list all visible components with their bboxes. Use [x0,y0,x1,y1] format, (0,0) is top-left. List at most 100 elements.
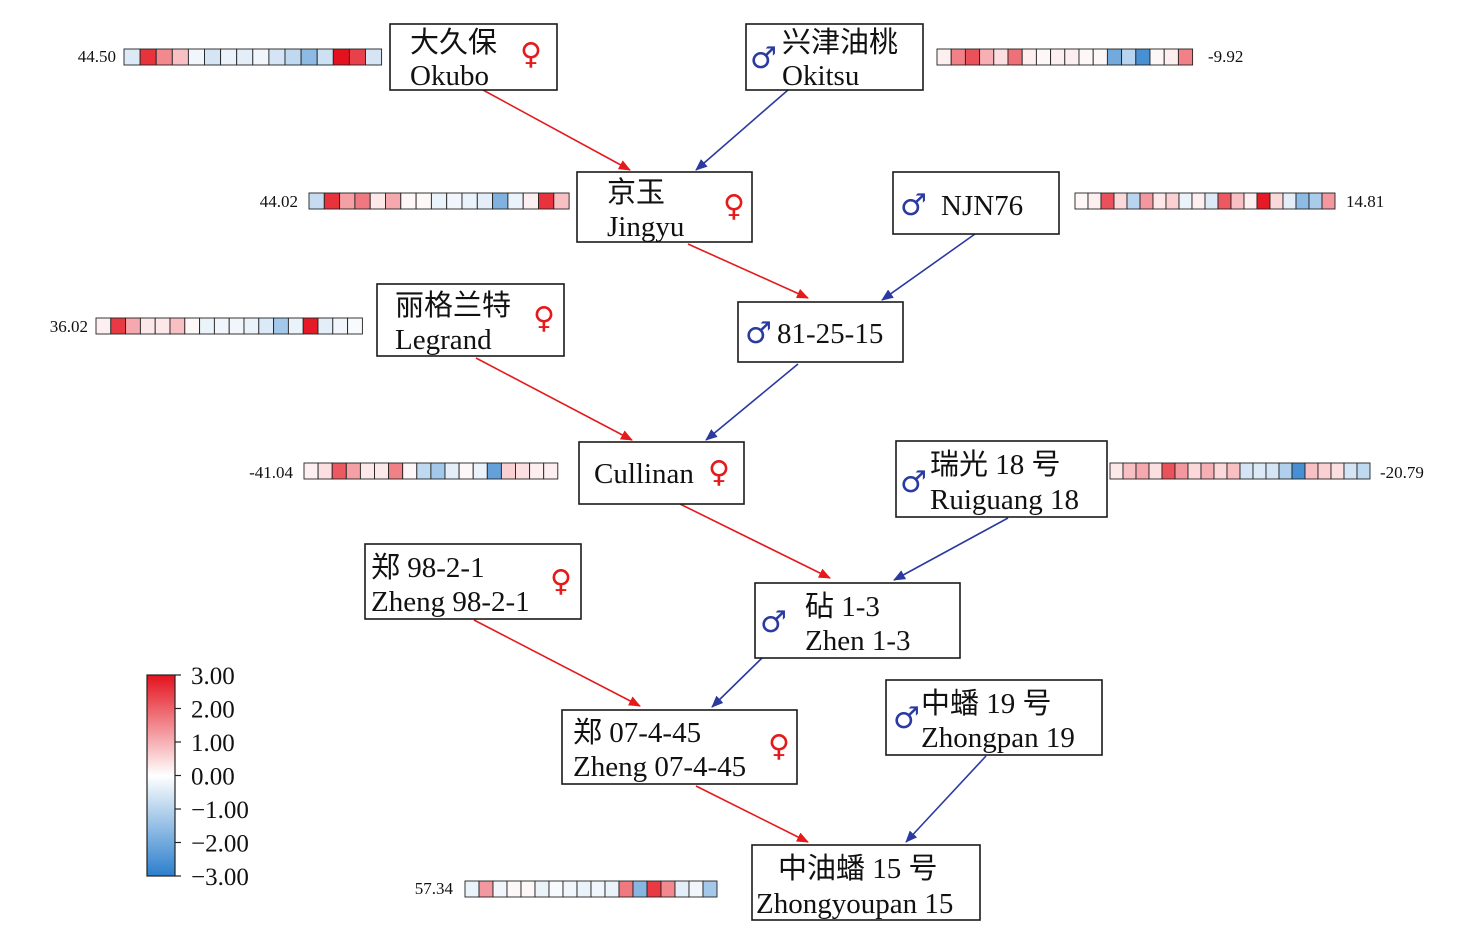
node-label-en: NJN76 [941,190,1023,222]
node-label-cn: 兴津油桃 [782,26,898,59]
node-label-en: Zhen 1-3 [805,625,911,657]
heatmap-cell [543,462,559,480]
edge-okubo-to-jingyu [482,89,631,171]
heatmap-cell [1174,462,1189,480]
heatmap-cell [1161,462,1176,480]
heatmap-cell [478,880,494,898]
node-label-en: Zhongyoupan 15 [756,888,953,920]
heatmap-cell [461,192,478,210]
heatmap-cell [1135,48,1151,66]
heatmap-cell [1278,462,1293,480]
node-label-en: Zheng 07-4-45 [573,751,746,783]
heatmap-cell [1139,192,1154,210]
heatmap-cell [506,880,522,898]
heatmap-cell [979,48,995,66]
heatmap-cell [365,48,383,66]
edge-n812515-to-cullinan [705,363,799,441]
heatmap-cell [1291,462,1306,480]
colorbar-tick-label: 3.00 [191,663,235,690]
heatmap-cell [1064,48,1080,66]
heatmap-cell [1230,192,1245,210]
node-njn76[interactable]: NJN76♂ [892,171,1060,235]
heatmap-cell [332,48,350,66]
heatmap-cell [618,880,634,898]
heatmap-cell [110,317,127,335]
heatmap-ruiguang18: -20.79 [1109,462,1424,482]
heatmap-cell [252,48,270,66]
heatmap-cell [139,48,157,66]
node-score: 57.34 [415,879,454,898]
node-box [561,709,798,785]
node-box [578,441,745,505]
colorbar-tick-label: −1.00 [191,797,249,824]
edge-jingyu-to-n812515 [687,243,809,299]
heatmap-cell [123,48,141,66]
heatmap-cell [228,317,245,335]
heatmap-cell [529,462,545,480]
node-box [751,844,981,921]
heatmap-cell [323,192,341,210]
heatmap-cell [374,462,390,480]
edge-legrand-to-cullinan [475,357,633,441]
heatmap-cell [444,462,460,480]
heatmap-njn76: 14.81 [1074,192,1384,211]
heatmap-cell [1308,192,1323,210]
heatmap-cell [243,317,260,335]
heatmap-cell [369,192,386,210]
heatmap-cell [430,462,446,480]
node-label-en: Okitsu [782,60,859,92]
heatmap-cell [476,192,494,210]
heatmap-okubo: 44.50 [78,47,383,66]
heatmap-cell [1217,192,1232,210]
heatmap-cell [522,192,539,210]
heatmap-cell [354,192,371,210]
heatmap-cell [632,880,648,898]
heatmap-cell [220,48,238,66]
colorbar-tick-label: 0.00 [191,764,235,791]
heatmap-cell [302,317,319,335]
heatmap-cell [171,48,189,66]
node-cullinan[interactable]: Cullinan♀ [578,441,745,505]
node-n812515[interactable]: 81-25-15♂ [737,301,904,363]
heatmap-cell [317,317,334,335]
heatmap-cell [1106,48,1123,66]
heatmap-cell [1356,462,1371,480]
heatmap-cell [1087,192,1102,210]
heatmap-cell [1074,192,1089,210]
heatmap-cell [464,880,480,898]
heatmap-cell [1204,192,1219,210]
heatmap-cell [95,317,112,335]
heatmap-cell [400,192,417,210]
node-box [576,171,753,243]
heatmap-cell [1126,192,1141,210]
heatmap-cell [213,317,230,335]
heatmap-cell [1109,462,1124,480]
heatmap-cell [187,48,205,66]
node-label-cn: 京玉 [607,176,665,209]
node-label-en: Cullinan [594,458,694,490]
heatmap-cell [1177,48,1194,66]
node-label-cn: 郑 98-2-1 [371,551,485,584]
heatmap-cell [1135,462,1150,480]
heatmap-cell [332,317,349,335]
heatmap-cell [950,48,966,66]
male-symbol-icon: ♂ [760,605,787,640]
heatmap-cell [303,462,319,480]
heatmap-cell [562,880,578,898]
heatmap-cell [702,880,718,898]
heatmap-cell [155,48,173,66]
heatmap-cell [388,462,404,480]
heatmap-cell [1226,462,1241,480]
heatmap-cell [430,192,448,210]
